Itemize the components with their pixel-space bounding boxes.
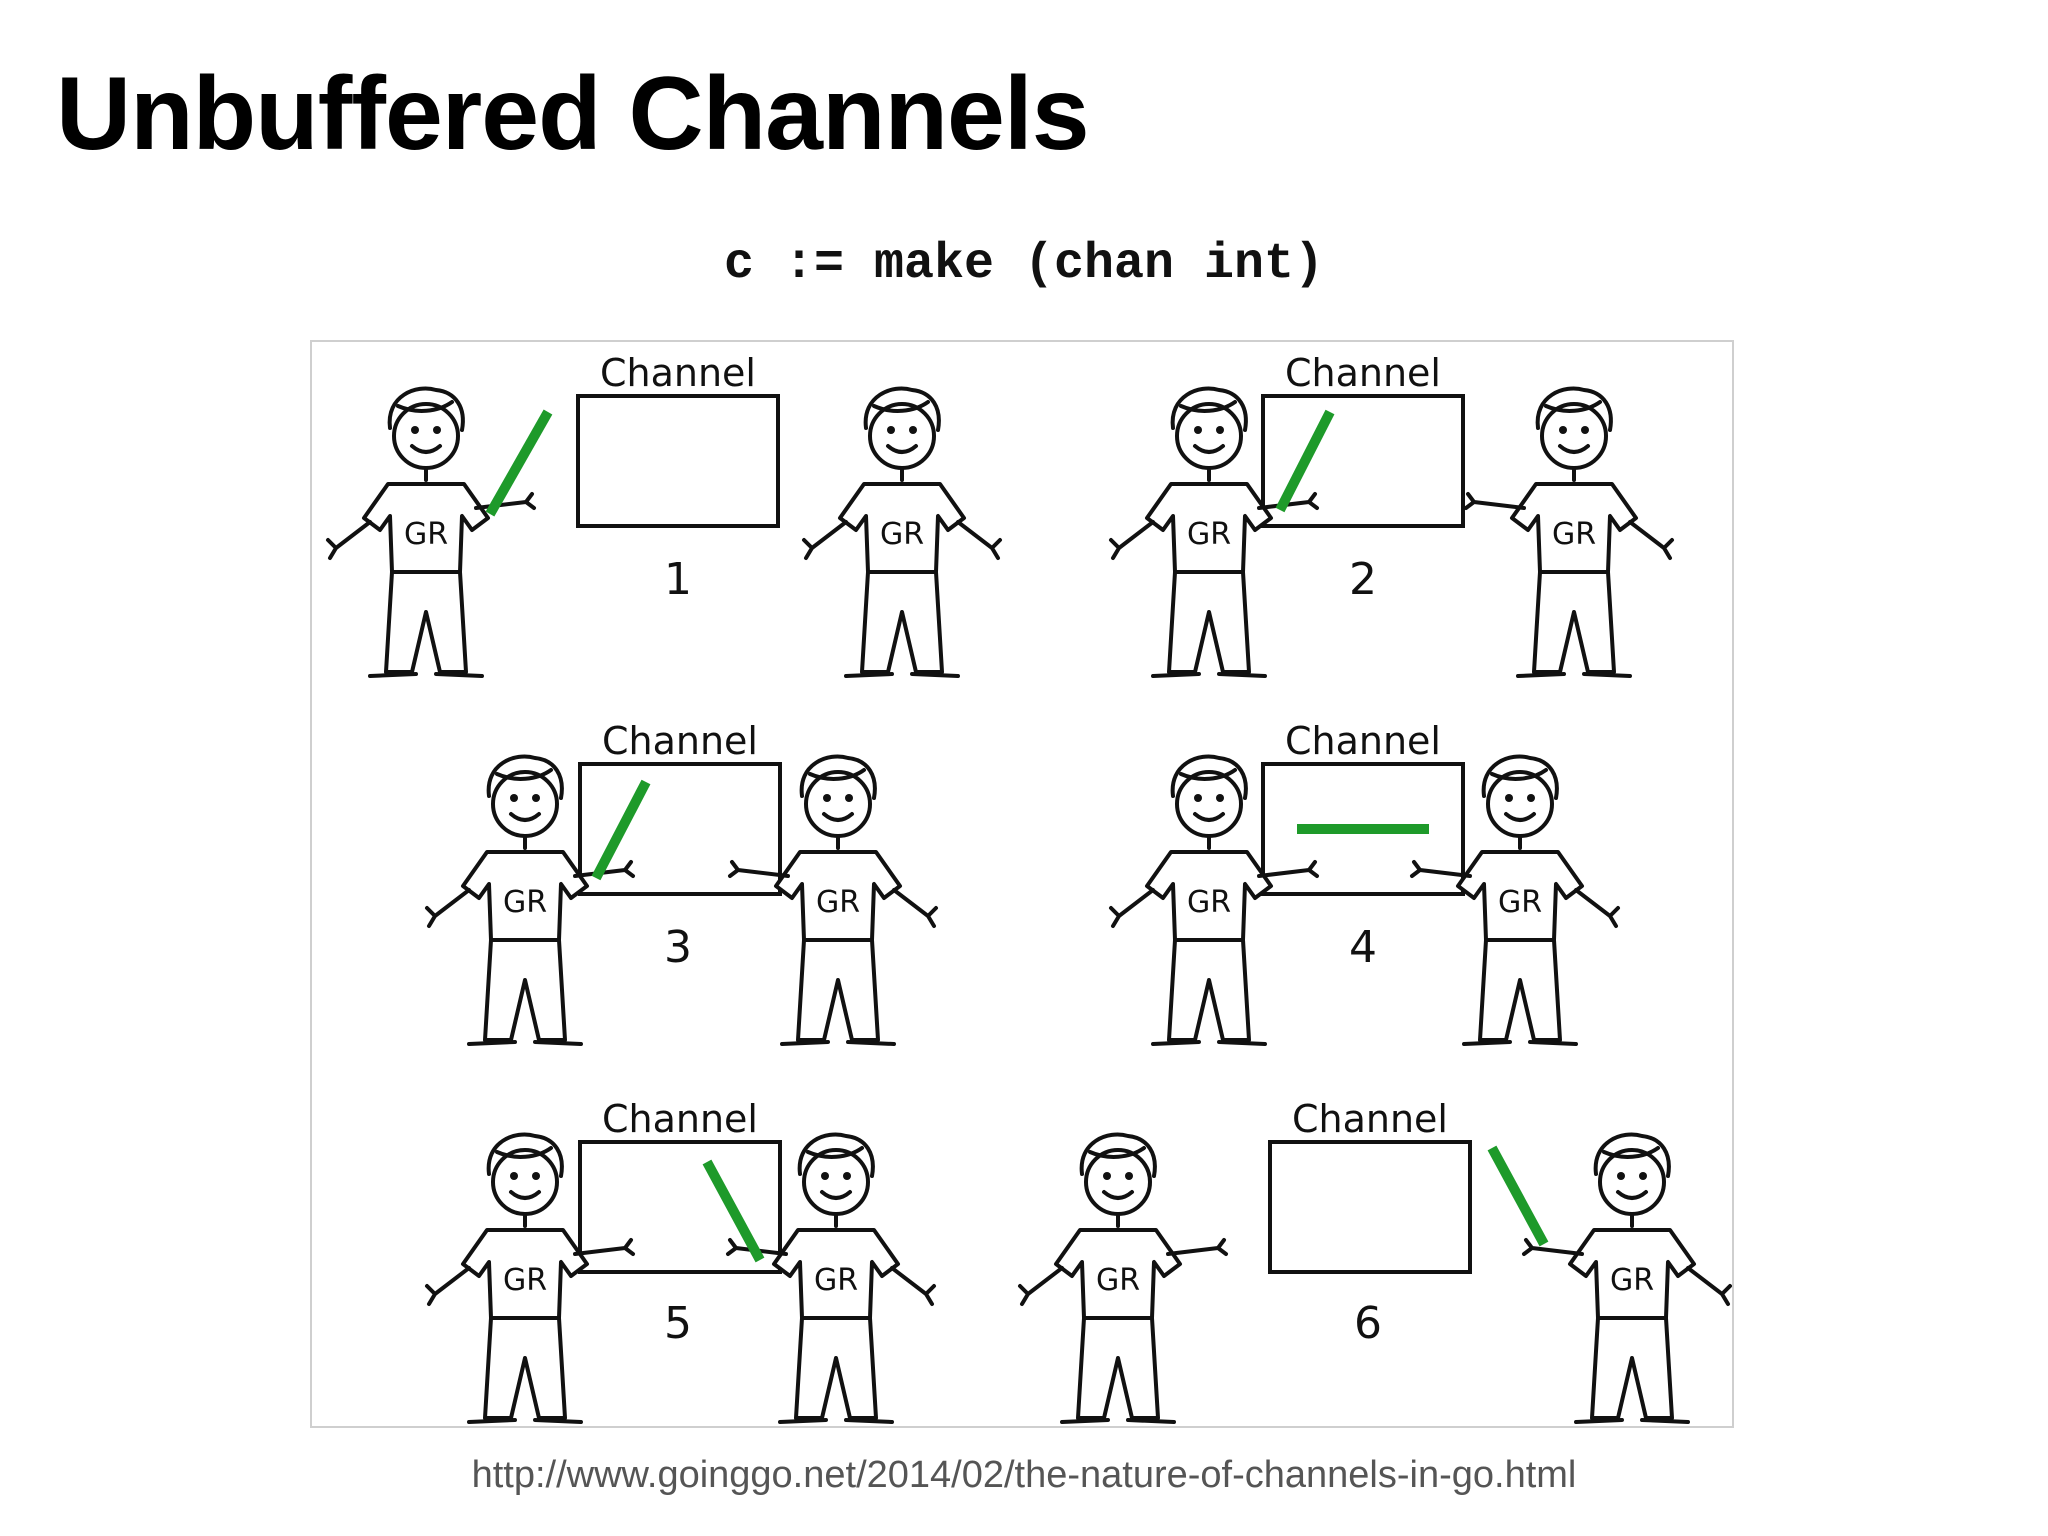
channel-box xyxy=(1261,394,1465,528)
baton-value xyxy=(1275,409,1335,513)
channel-label: Channel xyxy=(1292,1097,1448,1141)
shirt-label: GR xyxy=(1610,1263,1654,1298)
shirt-label: GR xyxy=(1498,885,1542,920)
channel-box xyxy=(1261,762,1465,896)
right-goroutine: GR xyxy=(726,1132,936,1424)
channel-box xyxy=(578,1140,782,1274)
right-goroutine: GR xyxy=(1410,754,1620,1046)
baton-value xyxy=(591,779,651,881)
shirt-label: GR xyxy=(1187,885,1231,920)
baton-value xyxy=(702,1159,765,1263)
shirt-label: GR xyxy=(1552,517,1596,552)
shirt-label: GR xyxy=(503,1263,547,1298)
channel-label: Channel xyxy=(1285,719,1441,763)
source-link[interactable]: http://www.goinggo.net/2014/02/the-natur… xyxy=(471,1454,1577,1496)
step-number: 4 xyxy=(1349,922,1377,973)
left-goroutine: GR xyxy=(326,386,536,678)
channel-box xyxy=(1268,1140,1472,1274)
step-number: 1 xyxy=(664,554,692,605)
shirt-label: GR xyxy=(816,885,860,920)
shirt-label: GR xyxy=(880,517,924,552)
left-goroutine: GR xyxy=(425,754,635,1046)
step-number: 5 xyxy=(664,1298,692,1349)
baton-value xyxy=(1487,1145,1549,1247)
channel-box xyxy=(578,762,782,896)
right-goroutine: GR xyxy=(802,386,1002,678)
channel-label: Channel xyxy=(602,1097,758,1141)
left-goroutine: GR xyxy=(425,1132,635,1424)
shirt-label: GR xyxy=(1096,1263,1140,1298)
code-snippet: c := make (chan int) xyxy=(723,236,1325,293)
baton-value xyxy=(485,409,553,517)
shirt-label: GR xyxy=(404,517,448,552)
shirt-label: GR xyxy=(1187,517,1231,552)
channel-label: Channel xyxy=(602,719,758,763)
right-goroutine: GR xyxy=(728,754,938,1046)
channel-box xyxy=(576,394,780,528)
right-goroutine: GR xyxy=(1464,386,1674,678)
shirt-label: GR xyxy=(503,885,547,920)
step-number: 6 xyxy=(1354,1298,1382,1349)
left-goroutine: GR xyxy=(1109,754,1319,1046)
step-number: 3 xyxy=(664,922,692,973)
step-number: 2 xyxy=(1349,554,1377,605)
shirt-label: GR xyxy=(814,1263,858,1298)
channel-label: Channel xyxy=(600,351,756,395)
right-goroutine: GR xyxy=(1522,1132,1732,1424)
channel-label: Channel xyxy=(1285,351,1441,395)
left-goroutine: GR xyxy=(1109,386,1319,678)
left-goroutine: GR xyxy=(1018,1132,1228,1424)
slide-title: Unbuffered Channels xyxy=(56,56,1090,172)
